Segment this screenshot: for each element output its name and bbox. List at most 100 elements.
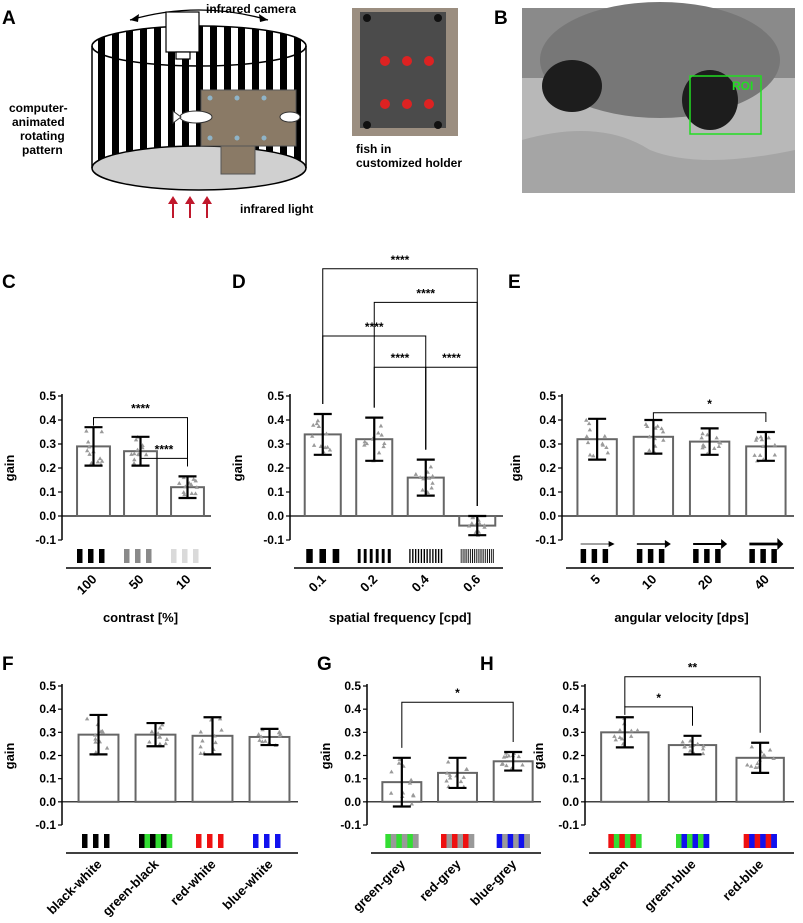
bar-blue-white — [248, 735, 291, 803]
data-point — [586, 421, 592, 426]
stimulus-stripe — [198, 549, 205, 563]
data-point — [464, 767, 469, 771]
stimulus-stripe — [754, 834, 761, 848]
data-point — [413, 472, 419, 476]
stimulus-stripe — [597, 549, 603, 563]
stimulus-stripe — [630, 834, 637, 848]
data-point — [587, 427, 593, 432]
significance-label: **** — [416, 286, 435, 300]
stimulus-stripe — [427, 549, 430, 563]
y-tick-label: 0.0 — [267, 509, 284, 523]
y-tick-label: 0.5 — [267, 389, 284, 403]
data-point — [753, 437, 759, 442]
stimulus-stripe — [481, 549, 483, 563]
stimulus-stripe — [196, 834, 202, 848]
data-point — [143, 452, 149, 457]
data-point — [311, 443, 317, 447]
data-point — [754, 435, 760, 440]
stimulus-stripe — [580, 549, 587, 563]
data-point — [688, 738, 693, 743]
stimulus-stripe — [479, 549, 481, 563]
stimulus-stripe — [82, 549, 89, 563]
stimulus-stripe — [109, 834, 116, 848]
stimulus-stripe — [140, 549, 147, 563]
significance-bracket — [652, 412, 767, 422]
data-point — [86, 444, 92, 449]
data-point — [429, 485, 434, 490]
stimulus-stripe — [476, 549, 478, 563]
stimulus-stripe — [765, 834, 772, 848]
stimulus-stripe — [487, 549, 489, 563]
stimulus-stripe — [422, 549, 424, 563]
stimulus-stripe — [703, 834, 710, 848]
data-point — [396, 760, 402, 765]
bar-40 — [745, 445, 787, 517]
stimulus-stripe — [441, 834, 447, 848]
data-point — [712, 446, 717, 450]
data-point — [745, 762, 750, 767]
significance-bracket — [373, 366, 427, 450]
stimulus-stripe — [433, 549, 436, 563]
data-point — [600, 441, 605, 446]
y-tick-label: 0.5 — [39, 389, 56, 403]
stimulus-stripe — [384, 549, 388, 563]
significance-bracket — [401, 701, 514, 748]
data-point — [420, 487, 425, 492]
panel-label-c: C — [2, 272, 16, 293]
category-label: 20 — [695, 572, 716, 593]
data-point — [177, 481, 182, 485]
stimulus-stripe — [469, 549, 471, 563]
y-tick-label: 0.1 — [39, 772, 56, 786]
data-point — [131, 461, 137, 465]
data-point — [193, 491, 198, 496]
data-point — [635, 728, 640, 732]
category-label: red-blue — [719, 857, 766, 904]
data-point — [430, 473, 435, 478]
data-point — [407, 780, 413, 785]
data-point — [213, 740, 218, 745]
stimulus-stripe — [207, 834, 213, 848]
x-axis-label: contrast [%] — [103, 610, 178, 625]
stimulus-stripe — [87, 834, 94, 848]
data-point — [99, 458, 105, 463]
stimulus-stripe — [647, 549, 654, 563]
y-tick-label: 0.0 — [539, 509, 556, 523]
data-point — [411, 793, 416, 798]
data-point — [277, 733, 282, 738]
data-point — [716, 444, 722, 449]
stimulus-stripe — [412, 834, 419, 848]
data-point — [430, 480, 435, 485]
stimulus-stripe — [414, 549, 417, 563]
stimulus-stripe — [212, 834, 219, 848]
stimulus-stripe — [182, 549, 188, 563]
data-point — [477, 521, 482, 526]
stimulus-stripe — [432, 549, 434, 563]
stimulus-stripe — [369, 549, 373, 563]
panel-label-e: E — [508, 272, 521, 293]
y-tick-label: 0.0 — [344, 795, 361, 809]
stimulus-stripe — [375, 549, 379, 563]
y-axis-label: gain — [2, 743, 17, 770]
y-tick-label: 0.2 — [344, 749, 361, 763]
y-tick-label: 0.2 — [562, 749, 579, 763]
stimulus-stripe — [486, 549, 488, 563]
stimulus-stripe — [760, 549, 767, 563]
data-point — [276, 730, 282, 735]
significance-bracket — [624, 706, 693, 726]
data-point — [164, 737, 170, 741]
y-tick-label: 0.3 — [562, 725, 579, 739]
data-point — [362, 439, 367, 444]
drum-floor — [91, 145, 307, 191]
stimulus-stripe — [412, 549, 414, 563]
category-label: black-white — [44, 857, 105, 918]
stimulus-stripe — [466, 549, 468, 563]
roi-label: ROI — [732, 79, 753, 93]
data-point — [325, 444, 330, 449]
y-tick-label: 0.2 — [39, 461, 56, 475]
significance-label: * — [707, 397, 712, 411]
roi-box — [689, 75, 762, 135]
stimulus-stripe — [698, 834, 704, 848]
data-point — [700, 445, 705, 450]
holder-label-line-1: fish in — [356, 142, 391, 156]
